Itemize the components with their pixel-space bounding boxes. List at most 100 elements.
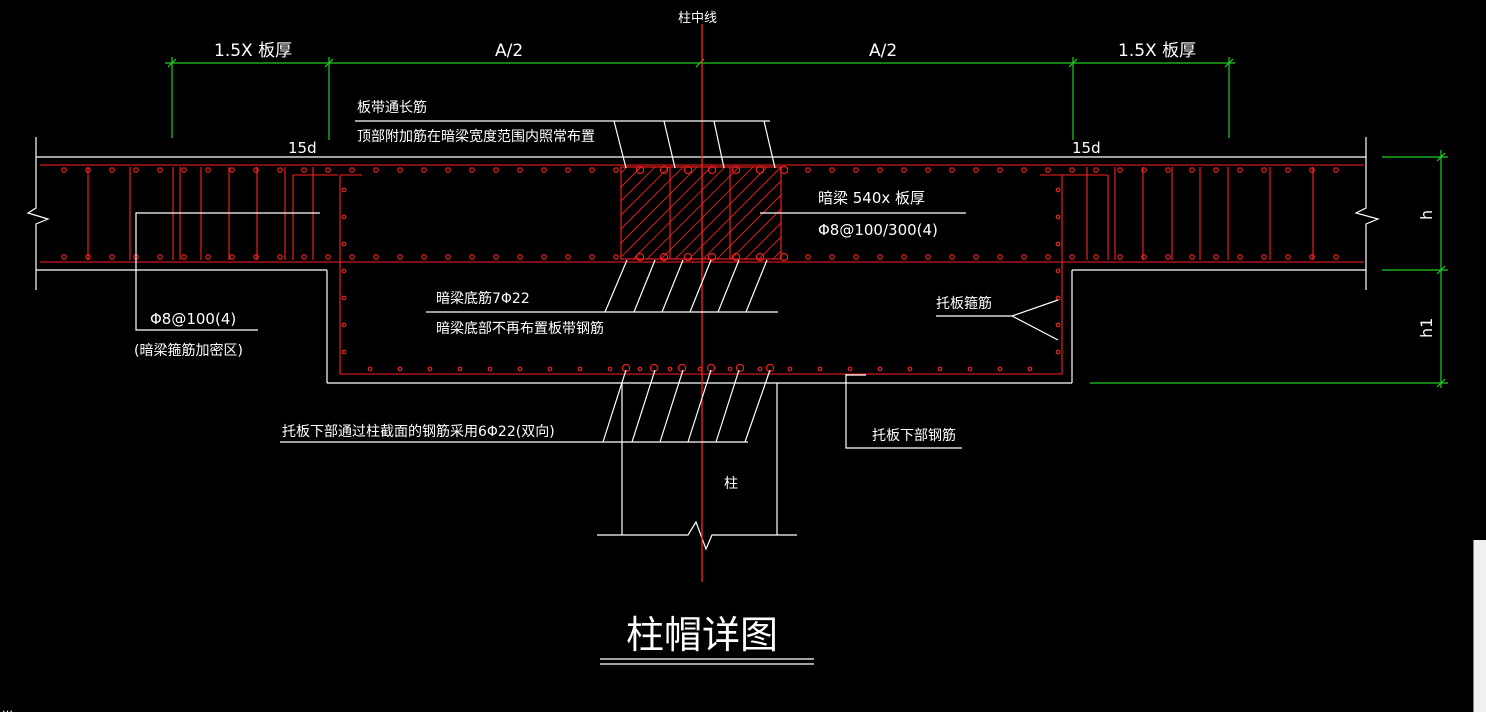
rebar-dot <box>541 167 547 173</box>
rebar-dot <box>683 252 693 262</box>
rebar-dot <box>1069 254 1075 260</box>
rebar-dot <box>1045 254 1051 260</box>
rebar-dot <box>427 366 433 372</box>
rebar-dot <box>1213 254 1219 260</box>
drop-panel-stirrup-label: 托板箍筋 <box>936 295 992 312</box>
rebar-dot <box>1055 322 1061 328</box>
leader-lines <box>135 120 1059 665</box>
rebar-dot <box>697 366 703 372</box>
rebar-dot <box>341 187 347 193</box>
vertical-scrollbar[interactable] <box>1473 540 1486 712</box>
rebar-dot <box>901 254 907 260</box>
rebar-dot <box>805 167 811 173</box>
dim-left-inner-label: A/2 <box>495 41 523 61</box>
rebar-dot <box>829 167 835 173</box>
rebar-dot <box>397 366 403 372</box>
rebar-dot <box>1285 254 1291 260</box>
rebar-dot <box>757 366 763 372</box>
rebar-dot <box>457 366 463 372</box>
rebar-dot <box>1069 167 1075 173</box>
rebar-dot <box>877 254 883 260</box>
rebar-dot <box>341 214 347 220</box>
rebar-dot <box>341 349 347 355</box>
rebar-dot <box>397 254 403 260</box>
rebar-dot <box>517 366 523 372</box>
rebar-dot <box>1309 254 1315 260</box>
hatch-line <box>621 167 642 188</box>
rebar-dot <box>907 366 913 372</box>
anchor-right-label: 15d <box>1072 139 1101 157</box>
rebar-dot <box>1309 167 1315 173</box>
rebar-dot <box>997 254 1003 260</box>
rebar-dot <box>85 254 91 260</box>
rebar-dot <box>253 254 259 260</box>
dense-stirrup-note: (暗梁箍筋加密区) <box>134 342 243 359</box>
rebar-dot <box>659 252 669 262</box>
dim-h-label: h <box>1417 210 1436 220</box>
dim-left-outer-label: 1.5X 板厚 <box>214 41 292 61</box>
dim-right-outer-label: 1.5X 板厚 <box>1118 41 1196 61</box>
rebar-dot <box>937 366 943 372</box>
rebar-dot <box>1285 167 1291 173</box>
rebar-dot <box>341 295 347 301</box>
hatch-line <box>632 167 726 259</box>
rebar-dot <box>325 167 331 173</box>
rebar-dot <box>589 254 595 260</box>
rebar-dot <box>637 366 643 372</box>
rebar-dot <box>735 363 745 373</box>
rebar-dot <box>1333 254 1339 260</box>
rebar-dot <box>925 167 931 173</box>
rebar-dot <box>133 167 139 173</box>
hatch-line <box>646 167 740 259</box>
rebar-dot <box>181 167 187 173</box>
rebar-dot <box>517 254 523 260</box>
hidden-beam-bottom-note: 暗梁底部不再布置板带钢筋 <box>436 320 604 337</box>
status-fragment: … <box>2 702 13 712</box>
hatch-line <box>674 167 768 259</box>
rebar-dot <box>1093 167 1099 173</box>
rebar-dot <box>1165 254 1171 260</box>
rebar-dot <box>607 366 613 372</box>
rebar-dot <box>373 254 379 260</box>
rebar-dot <box>181 254 187 260</box>
pass-through-bars-label: 托板下部通过柱截面的钢筋采用6Φ22(双向) <box>282 423 555 440</box>
rebar-dot <box>577 366 583 372</box>
rebar-dot <box>1055 241 1061 247</box>
rebar-dot <box>373 167 379 173</box>
rebar-dot <box>1237 254 1243 260</box>
rebar-dot <box>349 167 355 173</box>
rebar-dot <box>877 366 883 372</box>
rebar-dot <box>901 167 907 173</box>
rebar-dot <box>1117 254 1123 260</box>
rebar-dot <box>755 252 765 262</box>
anchor-left-label: 15d <box>288 139 317 157</box>
rebar-dot <box>1213 167 1219 173</box>
drawing-title: 柱帽详图 <box>626 613 778 657</box>
rebar-dot <box>613 167 619 173</box>
rebar-dot <box>517 167 523 173</box>
rebar-dot <box>727 366 733 372</box>
rebar-dot <box>445 167 451 173</box>
rebar-dot <box>205 254 211 260</box>
rebar-dot <box>1055 349 1061 355</box>
rebar-dot <box>659 165 669 175</box>
rebar-dot <box>997 167 1003 173</box>
hatch-line <box>621 167 670 216</box>
rebar-dot <box>277 254 283 260</box>
hatch-line <box>660 167 754 259</box>
rebar-dot <box>1189 254 1195 260</box>
rebar-dot <box>635 252 645 262</box>
hatch-line <box>744 222 781 259</box>
rebar-dot <box>1141 254 1147 260</box>
rebar-dot <box>341 268 347 274</box>
dim-right-inner-label: A/2 <box>869 41 897 61</box>
hidden-beam-bottom-label: 暗梁底筋7Φ22 <box>436 290 530 307</box>
right-dimension-chain <box>1090 150 1448 388</box>
rebar-dot <box>707 252 717 262</box>
rebar-dot <box>157 254 163 260</box>
rebar-dot <box>229 167 235 173</box>
rebar-dot <box>493 167 499 173</box>
hatch-line <box>688 167 781 259</box>
column-label: 柱 <box>724 476 738 492</box>
